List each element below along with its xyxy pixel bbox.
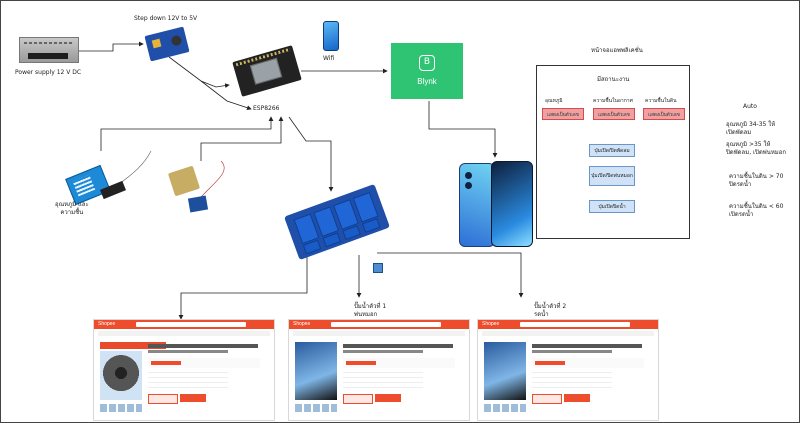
wire-relay-fan	[178, 251, 308, 320]
product-price	[343, 358, 455, 368]
shop-brand: Shopee	[98, 321, 116, 327]
pump-product-image	[295, 342, 337, 400]
pump2-label: ปั๊มน้ำตัวที่ 2 รดน้ำ	[534, 303, 567, 318]
soil-moisture-display: แสดงเป็นตัวเลข	[643, 108, 685, 120]
esp8266-label: ESP8266	[253, 105, 280, 112]
product-price	[532, 358, 644, 368]
camera-lens-icon	[465, 172, 472, 179]
blynk-logo: B Blynk	[391, 43, 463, 99]
product-thumbnails	[100, 404, 142, 412]
smartphone-back-image	[459, 163, 495, 247]
shop-search-bar	[136, 322, 246, 327]
wire-relay-pump2	[377, 252, 524, 298]
shop-search-bar	[520, 322, 630, 327]
auto-rule: ความชื้นในดิน < 60 เปิดรดน้ำ	[729, 203, 784, 218]
product-thumbnails	[484, 404, 526, 412]
camera-lens-icon	[465, 182, 472, 189]
fan-toggle-button[interactable]: ปุ่มเปิด/ปิดพัดลม	[589, 144, 635, 157]
auto-rule: อุณหภูมิ >35 ให้ ปิดพัดลม, เปิดพ่นหมอก	[726, 141, 786, 156]
temp-humidity-label: อุณหภูมิ และ ความชื้น	[55, 201, 89, 216]
blynk-name: Blynk	[417, 77, 437, 86]
column-label-temperature: อุณหภูมิ	[545, 98, 563, 104]
add-to-cart-button[interactable]	[532, 394, 562, 404]
fan-product-image	[100, 351, 142, 400]
wire-esp-label	[200, 80, 252, 111]
wire-stepdown-esp	[168, 56, 230, 88]
add-to-cart-button[interactable]	[148, 394, 178, 404]
auto-rule: อุณหภูมิ 34-35 ให้ เปิดพัดลม	[726, 121, 776, 136]
pump1-shop-screenshot: Shopee	[288, 319, 470, 421]
buy-now-button[interactable]	[564, 394, 590, 402]
buy-now-button[interactable]	[375, 394, 401, 402]
wifi-phone-icon	[323, 21, 339, 51]
power-supply-image	[19, 37, 79, 63]
auto-rule: ความชื้นในดิน > 70 ปิดรดน้ำ	[729, 173, 784, 188]
wire-psu-stepdown	[79, 41, 144, 52]
shop-brand: Shopee	[293, 321, 311, 327]
auto-rules-title: Auto	[743, 103, 757, 110]
product-price	[148, 358, 260, 368]
shop-brand: Shopee	[482, 321, 500, 327]
small-component-icon	[373, 263, 383, 273]
smartphone-front-image	[491, 161, 533, 247]
add-to-cart-button[interactable]	[343, 394, 373, 404]
buy-now-button[interactable]	[180, 394, 206, 402]
product-title	[148, 344, 258, 348]
product-title	[343, 344, 453, 348]
app-screen-mockup: มีสถานะงาน อุณหภูมิ ความชื้นในอากาศ ความ…	[536, 65, 690, 239]
water-toggle-button[interactable]: ปุ่มเปิดปิดน้ำ	[589, 200, 635, 213]
air-humidity-display: แสดงเป็นตัวเลข	[593, 108, 635, 120]
step-down-label: Step down 12V to 5V	[134, 15, 198, 22]
column-label-air-humidity: ความชื้นในอากาศ	[593, 98, 633, 104]
blynk-icon: B	[419, 55, 435, 71]
mist-toggle-button[interactable]: ปุ่มเปิด/ปิดพ่นหมอก	[589, 166, 635, 186]
wire-esp-relay	[288, 116, 334, 192]
soil-sensor-cable	[200, 160, 225, 198]
temperature-display: แสดงเป็นตัวเลข	[542, 108, 584, 120]
status-heading: มีสถานะงาน	[597, 76, 630, 83]
wire-soil-esp	[200, 116, 284, 161]
app-screen-heading: หน้าจอแอพพลิเคชั่น	[591, 47, 643, 54]
pump-product-image	[484, 342, 526, 400]
pump1-label: ปั๊มน้ำตัวที่ 1 พ่นหมอก	[354, 303, 387, 318]
wire-temp-esp	[100, 116, 274, 151]
pump2-shop-screenshot: Shopee	[477, 319, 659, 421]
fan-shop-screenshot: Shopee พัดลม 12V	[93, 319, 275, 421]
wifi-label: Wifi	[323, 55, 335, 62]
product-thumbnails	[295, 404, 337, 412]
wire-blynk-phone	[428, 101, 498, 158]
power-supply-label: Power supply 12 V DC	[15, 69, 82, 76]
column-label-soil-moisture: ความชื้นในดิน	[645, 98, 677, 104]
product-title	[532, 344, 642, 348]
shop-search-bar	[331, 322, 441, 327]
